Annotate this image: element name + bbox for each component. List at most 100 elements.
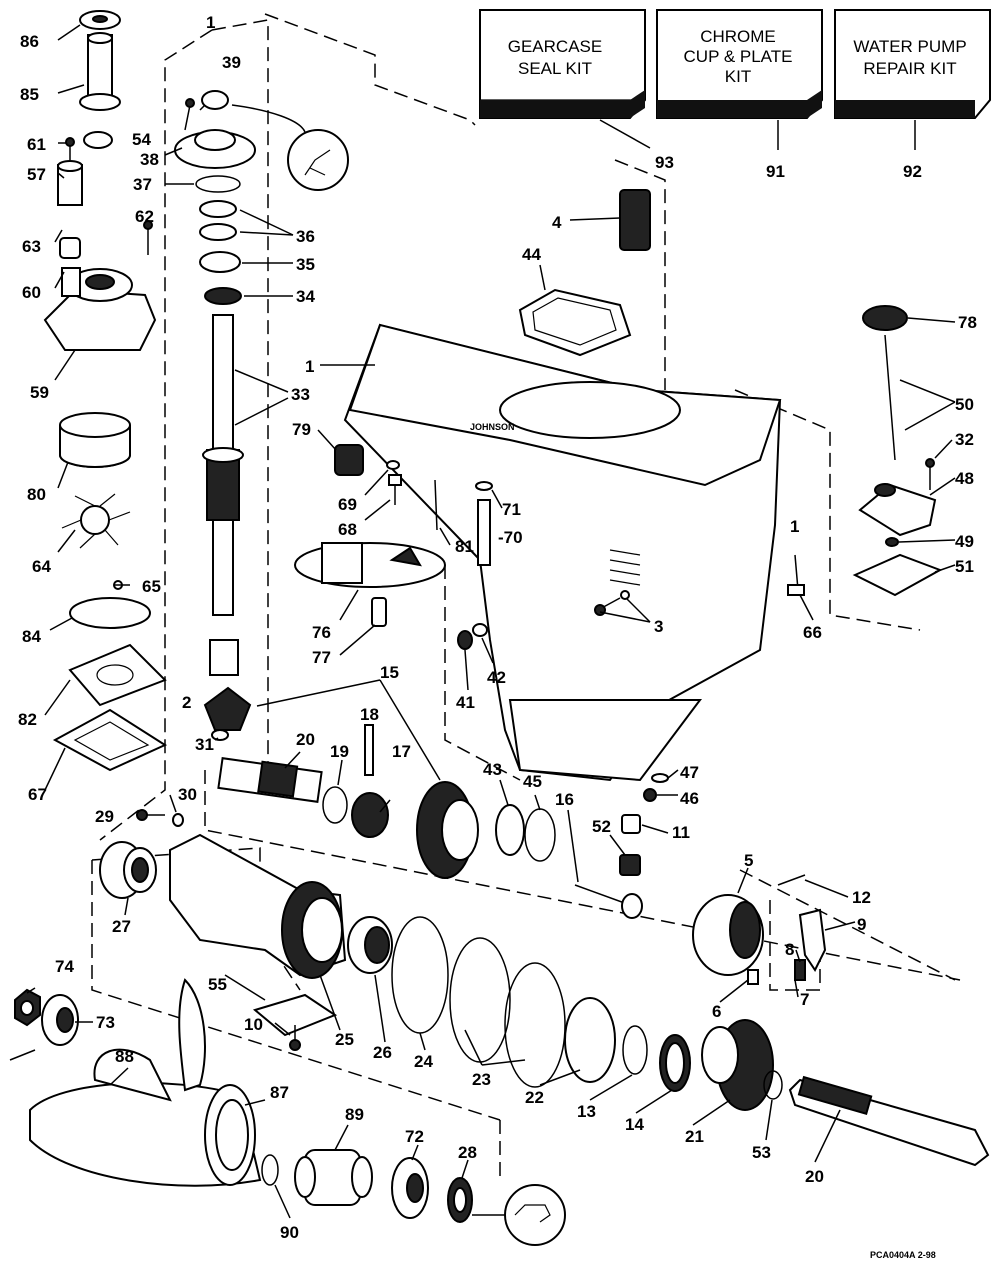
label-47: 47 bbox=[680, 763, 699, 782]
label-52: 52 bbox=[592, 817, 611, 836]
gearcase-housing: JOHNSON bbox=[343, 323, 782, 782]
label-31: 31 bbox=[195, 735, 214, 754]
label-91: 91 bbox=[766, 162, 785, 181]
label-55: 55 bbox=[208, 975, 227, 994]
label-3: 3 bbox=[654, 617, 663, 636]
label-85: 85 bbox=[20, 85, 39, 104]
kit-pump-line-2: REPAIR KIT bbox=[863, 59, 956, 78]
kit-box-chrome: CHROME CUP & PLATE KIT bbox=[656, 9, 823, 119]
label-1-right: 1 bbox=[790, 517, 799, 536]
label-41: 41 bbox=[456, 693, 475, 712]
label-93: 93 bbox=[655, 153, 674, 172]
label-29: 29 bbox=[95, 807, 114, 826]
label-13: 13 bbox=[577, 1102, 596, 1121]
label-62: 62 bbox=[135, 207, 154, 226]
label-26: 26 bbox=[373, 1043, 392, 1062]
label-48: 48 bbox=[955, 469, 974, 488]
tool-callout-top bbox=[231, 104, 349, 191]
label-24: 24 bbox=[414, 1052, 433, 1071]
label-10: 10 bbox=[244, 1015, 263, 1034]
label-14: 14 bbox=[625, 1115, 644, 1134]
label-1: 1 bbox=[305, 357, 314, 376]
housing-decal: JOHNSON bbox=[470, 422, 515, 432]
label-5: 5 bbox=[744, 851, 753, 870]
label-49: 49 bbox=[955, 532, 974, 551]
shift-parts bbox=[787, 305, 943, 597]
label-74: 74 bbox=[55, 957, 74, 976]
label-90: 90 bbox=[280, 1223, 299, 1242]
label-28: 28 bbox=[458, 1143, 477, 1162]
water-pump-parts bbox=[43, 10, 168, 772]
tool-callout-bottom bbox=[472, 1184, 566, 1246]
label-27: 27 bbox=[112, 917, 131, 936]
label-46: 46 bbox=[680, 789, 699, 808]
label-50: 50 bbox=[955, 395, 974, 414]
label-23: 23 bbox=[472, 1070, 491, 1089]
label-67: 67 bbox=[28, 785, 47, 804]
label-33: 33 bbox=[291, 385, 310, 404]
label-89: 89 bbox=[345, 1105, 364, 1124]
label-12: 12 bbox=[852, 888, 871, 907]
label-68: 68 bbox=[338, 520, 357, 539]
kit-chrome-line-2: CUP & PLATE bbox=[684, 47, 793, 66]
label-16: 16 bbox=[555, 790, 574, 809]
propeller-parts bbox=[9, 978, 473, 1223]
label-64: 64 bbox=[32, 557, 51, 576]
label-19: 19 bbox=[330, 742, 349, 761]
label-30: 30 bbox=[178, 785, 197, 804]
footer-code: PCA0404A 2-98 bbox=[870, 1250, 936, 1260]
label-35: 35 bbox=[296, 255, 315, 274]
label-42: 42 bbox=[487, 668, 506, 687]
label-66: 66 bbox=[803, 623, 822, 642]
lower-gear-parts bbox=[99, 724, 990, 1167]
label-25: 25 bbox=[335, 1030, 354, 1049]
label-15: 15 bbox=[380, 663, 399, 682]
label-38: 38 bbox=[140, 150, 159, 169]
label-45: 45 bbox=[523, 772, 542, 791]
label-77: 77 bbox=[312, 648, 331, 667]
label-81: 81 bbox=[455, 537, 474, 556]
label-6: 6 bbox=[712, 1002, 721, 1021]
label-9: 9 bbox=[857, 915, 866, 934]
label-32: 32 bbox=[955, 430, 974, 449]
label-44: 44 bbox=[522, 245, 541, 264]
label-51: 51 bbox=[955, 557, 974, 576]
label-79: 79 bbox=[292, 420, 311, 439]
label-69: 69 bbox=[338, 495, 357, 514]
label-20-upper: 20 bbox=[296, 730, 315, 749]
label-43: 43 bbox=[483, 760, 502, 779]
label-61: 61 bbox=[27, 135, 46, 154]
label-78: 78 bbox=[958, 313, 977, 332]
label-17: 17 bbox=[392, 742, 411, 761]
label-22: 22 bbox=[525, 1088, 544, 1107]
label-84: 84 bbox=[22, 627, 41, 646]
label-1-top: 1 bbox=[206, 13, 215, 32]
label-54: 54 bbox=[132, 130, 151, 149]
label-80: 80 bbox=[27, 485, 46, 504]
label-70: -70 bbox=[498, 528, 523, 547]
label-7: 7 bbox=[800, 990, 809, 1009]
label-37: 37 bbox=[133, 175, 152, 194]
label-20-lower: 20 bbox=[805, 1167, 824, 1186]
label-60: 60 bbox=[22, 283, 41, 302]
driveshaft-parts bbox=[136, 90, 256, 827]
kit-box-seal: GEARCASE SEAL KIT bbox=[479, 9, 646, 119]
label-53: 53 bbox=[752, 1143, 771, 1162]
label-36: 36 bbox=[296, 227, 315, 246]
label-86: 86 bbox=[20, 32, 39, 51]
label-18: 18 bbox=[360, 705, 379, 724]
kit-chrome-line-3: KIT bbox=[725, 67, 751, 86]
kit-pump-line-1: WATER PUMP bbox=[853, 37, 966, 56]
label-76: 76 bbox=[312, 623, 331, 642]
label-11: 11 bbox=[672, 823, 690, 842]
top-parts bbox=[294, 189, 669, 802]
part-labels: 86 85 61 57 63 60 59 80 64 65 84 82 67 2… bbox=[18, 13, 977, 1260]
kit-seal-line-1: GEARCASE bbox=[508, 37, 602, 56]
label-34: 34 bbox=[296, 287, 315, 306]
label-88: 88 bbox=[115, 1047, 134, 1066]
label-87: 87 bbox=[270, 1083, 289, 1102]
label-73: 73 bbox=[96, 1013, 115, 1032]
label-39: 39 bbox=[222, 53, 241, 72]
kit-chrome-line-1: CHROME bbox=[700, 27, 776, 46]
